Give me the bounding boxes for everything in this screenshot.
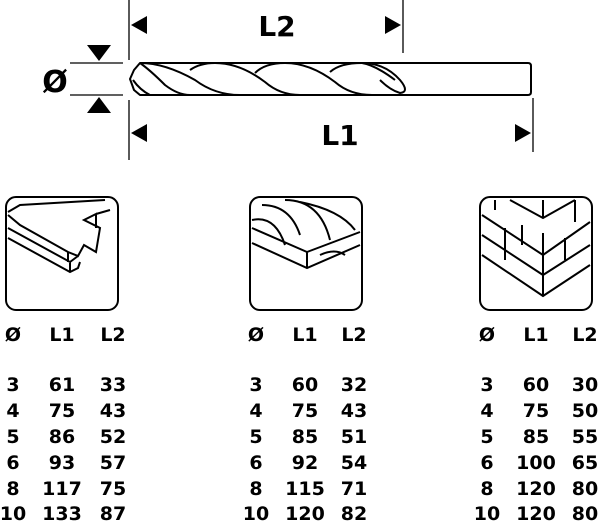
table-cell: 30 [572,374,598,396]
table-cell: 61 [49,374,75,396]
dimension-lines [70,0,534,160]
table-cell: 87 [100,503,126,523]
table-cell: 5 [480,426,493,448]
table-cell: 60 [292,374,318,396]
table-cell: 43 [100,400,126,422]
table-cell: 117 [42,478,82,500]
table-cell: 120 [516,478,556,500]
table-cell: 3 [480,374,493,396]
table-cell: 120 [516,503,556,523]
table-cell: 8 [480,478,493,500]
table-cell: 75 [292,400,318,422]
table-cell: 71 [341,478,367,500]
table-cell: 54 [341,452,367,474]
table-cell: 75 [523,400,549,422]
dimension-arrows [87,16,531,142]
table-cell: 33 [100,374,126,396]
table-cell: 57 [100,452,126,474]
table-cell: 75 [100,478,126,500]
column-header: Ø [5,324,21,346]
table-cell: 43 [341,400,367,422]
table-cell: 4 [6,400,19,422]
table-cell: 82 [341,503,367,523]
spec-table-wood: Ø L1 L2 3 60 32 4 75 43 5 85 51 6 92 54 8 115 71 10 120 82 [243,324,367,523]
table-cell: 32 [341,374,367,396]
table-cell: 51 [341,426,367,448]
table-cell: 120 [285,503,325,523]
table-cell: 55 [572,426,598,448]
column-header: Ø [479,324,495,346]
table-cell: 50 [572,400,598,422]
diameter-label: Ø [42,65,68,100]
table-cell: 85 [523,426,549,448]
table-cell: 5 [249,426,262,448]
table-cell: 6 [249,452,262,474]
table-cell: 133 [42,503,82,523]
table-cell: 65 [572,452,598,474]
table-cell: 10 [0,503,26,523]
wood-icon [249,196,363,311]
column-header: L2 [341,324,366,346]
column-header: L2 [100,324,125,346]
table-cell: 60 [523,374,549,396]
table-cell: 52 [100,426,126,448]
table-cell: 6 [6,452,19,474]
table-cell: 6 [480,452,493,474]
table-cell: 85 [292,426,318,448]
table-cell: 80 [572,478,598,500]
table-cell: 80 [572,503,598,523]
table-cell: 10 [474,503,500,523]
column-header: L1 [49,324,74,346]
table-cell: 5 [6,426,19,448]
spec-table-masonry: Ø L1 L2 3 60 30 4 75 50 5 85 55 6 100 65 8 120 80 10 120 80 [474,324,598,523]
table-cell: 86 [49,426,75,448]
table-cell: 92 [292,452,318,474]
l2-label: L2 [258,10,295,43]
masonry-icon [479,196,593,311]
table-cell: 4 [480,400,493,422]
table-cell: 3 [249,374,262,396]
table-cell: 3 [6,374,19,396]
table-cell: 4 [249,400,262,422]
table-cell: 75 [49,400,75,422]
column-header: L1 [523,324,548,346]
column-header: L2 [572,324,597,346]
l1-label: L1 [321,119,358,152]
column-header: Ø [248,324,264,346]
table-cell: 115 [285,478,325,500]
table-cell: 8 [249,478,262,500]
table-cell: 10 [243,503,269,523]
spec-table-metal: Ø L1 L2 3 61 33 4 75 43 5 86 52 6 93 57 8 117 75 10 133 87 [0,324,126,523]
column-header: L1 [292,324,317,346]
table-cell: 100 [516,452,556,474]
table-cell: 93 [49,452,75,474]
table-cell: 8 [6,478,19,500]
metal-icon [5,196,119,311]
drill-bit-icon [129,62,532,96]
